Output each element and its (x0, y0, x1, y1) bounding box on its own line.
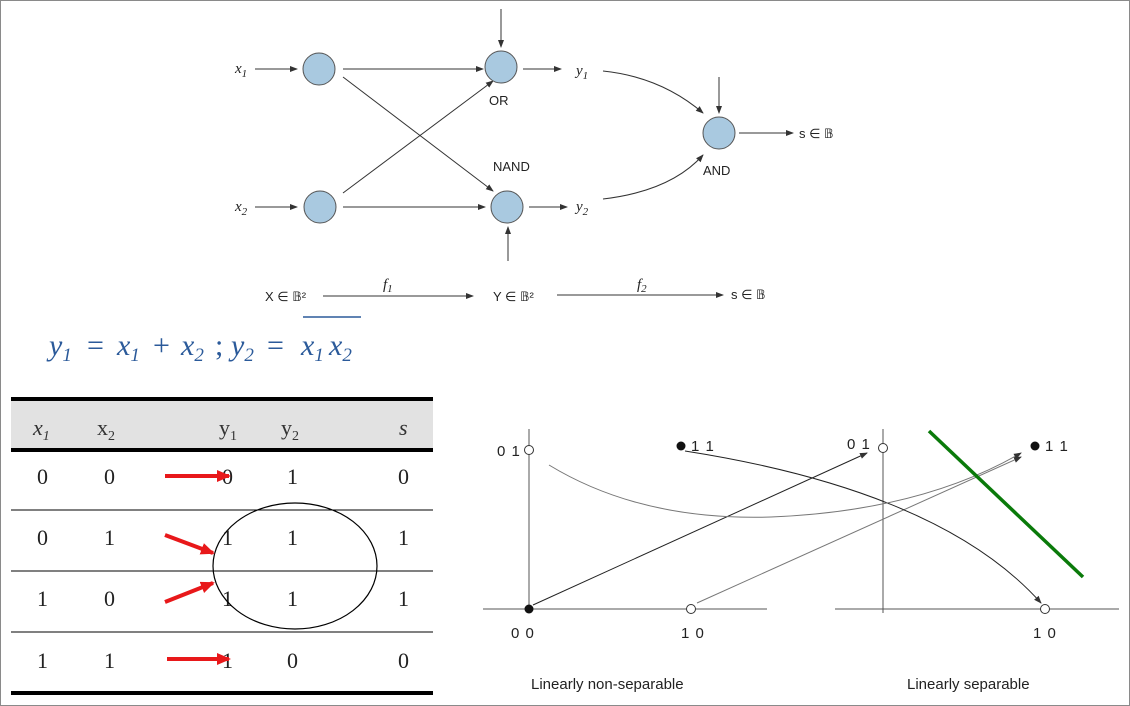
f2-label: f2 (637, 277, 647, 295)
table-header-bg (11, 401, 433, 449)
cell-s: 1 (398, 525, 409, 550)
label-left-10: 1 0 (681, 625, 705, 642)
eq-x1: x1 (116, 329, 140, 366)
point-left-00 (524, 604, 534, 614)
caption-non-separable: Linearly non-separable (531, 676, 684, 693)
cell-x2: 0 (104, 464, 115, 489)
or-node (484, 50, 518, 84)
red-arrows (164, 470, 231, 665)
mapping-middle: Y ∈ 𝔹² (493, 289, 534, 304)
eq-plus: + (153, 329, 170, 362)
eq-x2-nand: x2 (328, 329, 352, 366)
point-left-11 (676, 441, 686, 451)
eq-equals-1: = (87, 329, 104, 362)
edge-x1-nand (342, 76, 494, 192)
label-left-11: 1 1 (691, 438, 715, 455)
cell-s: 1 (398, 586, 409, 611)
header-s: s (399, 415, 408, 440)
cell-y2: 1 (287, 464, 298, 489)
input-node-x2 (303, 190, 337, 224)
nand-node (490, 190, 524, 224)
map-10-to-11-arrow (696, 456, 1022, 604)
mapping-row: X ∈ 𝔹² f1 Y ∈ 𝔹² f2 s ∈ 𝔹 (265, 277, 766, 304)
point-left-01 (524, 445, 534, 455)
point-right-01 (878, 443, 888, 453)
edge-x2-or (342, 80, 494, 194)
duplicate-y-ellipse (212, 502, 378, 630)
label-right-11: 1 1 (1045, 438, 1069, 455)
label-left-01: 0 1 (497, 443, 521, 460)
header-x1: x1 (32, 415, 50, 444)
point-left-10 (686, 604, 696, 614)
label-left-00: 0 0 (511, 625, 535, 642)
and-node (702, 116, 736, 150)
table-row: 1 0 1 1 1 (37, 586, 409, 611)
cell-x1: 1 (37, 586, 48, 611)
eq-y2: y2 (228, 329, 254, 366)
truth-table: x1 x2 y1 y2 s 0 0 0 1 0 0 1 1 1 1 1 0 1 … (11, 397, 433, 695)
cell-x1: 1 (37, 648, 48, 673)
eq-x1-nand: x1 (300, 329, 324, 366)
f1-label: f1 (383, 277, 393, 295)
network-nodes (302, 50, 736, 224)
cell-y1: 1 (222, 525, 233, 550)
y1-label: y1 (574, 63, 588, 82)
cell-y2: 1 (287, 525, 298, 550)
nand-label: NAND (493, 159, 530, 174)
eq-semicolon: ; (215, 329, 223, 362)
label-right-10: 1 0 (1033, 625, 1057, 642)
cell-y2: 1 (287, 586, 298, 611)
cell-y1: 1 (222, 586, 233, 611)
separability-plots: 0 1 1 1 0 0 1 0 0 1 1 1 1 0 Linearly non… (483, 429, 1119, 693)
map-11-to-10-arrow (684, 450, 1042, 604)
map-00-to-01-arrow (532, 452, 868, 606)
header-x2: x2 (97, 415, 115, 444)
x2-label: x2 (234, 199, 248, 218)
cell-x2: 1 (104, 648, 115, 673)
cell-s: 0 (398, 648, 409, 673)
point-right-11 (1030, 441, 1040, 451)
cell-x2: 1 (104, 525, 115, 550)
red-arrow-row3 (164, 581, 215, 604)
or-label: OR (489, 93, 509, 108)
y2-label: y2 (574, 199, 589, 218)
cell-x1: 0 (37, 464, 48, 489)
y2-to-and-curve (602, 154, 704, 200)
network-diagram (255, 9, 794, 261)
mapping-codomain: s ∈ 𝔹 (731, 287, 766, 302)
boolean-equation: y1 = x1 + x2 ; y2 = x1 x2 (46, 316, 361, 366)
and-label: AND (703, 163, 730, 178)
header-y1: y1 (219, 415, 237, 444)
separating-line (927, 429, 1085, 579)
cell-x1: 0 (37, 525, 48, 550)
input-node-x1 (302, 52, 336, 86)
table-row: 0 1 1 1 1 (37, 525, 409, 550)
eq-x2: x2 (180, 329, 204, 366)
header-y2: y2 (281, 415, 299, 444)
eq-y1: y1 (46, 329, 72, 366)
cell-s: 0 (398, 464, 409, 489)
y1-to-and-curve (602, 70, 704, 114)
result-label: s ∈ 𝔹 (799, 126, 834, 141)
cell-x2: 0 (104, 586, 115, 611)
map-01-to-11-curve (548, 452, 1022, 518)
label-right-01: 0 1 (847, 436, 871, 453)
x1-label: x1 (234, 61, 247, 80)
point-right-10 (1040, 604, 1050, 614)
eq-equals-2: = (267, 329, 284, 362)
mapping-domain: X ∈ 𝔹² (265, 289, 307, 304)
red-arrow-row2 (164, 533, 215, 555)
caption-separable: Linearly separable (907, 676, 1030, 693)
cell-y2: 0 (287, 648, 298, 673)
